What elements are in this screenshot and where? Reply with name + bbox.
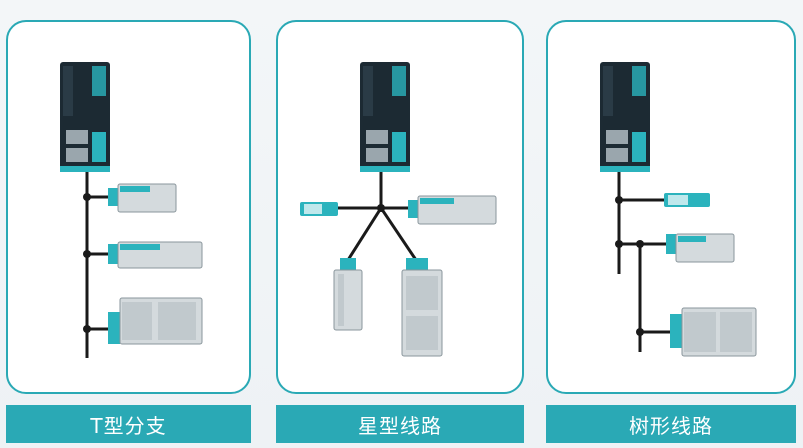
tree-diagram [600,62,757,357]
star-diagram [300,62,497,357]
t-branch-diagram [60,62,203,358]
io-module-icon [666,233,735,263]
io-module-icon [108,241,203,269]
io-module-icon [408,195,497,225]
io-module-icon [108,183,177,213]
terminator-icon [664,193,710,207]
io-module-icon [401,258,443,357]
star-panel [276,20,524,394]
gateway-device-icon [600,62,650,172]
t-branch-panel [6,20,251,394]
io-module-icon [333,258,363,331]
gateway-device-icon [360,62,410,172]
star-label: 星型线路 [276,405,524,443]
terminator-icon [300,202,338,216]
tree-panel [546,20,796,394]
io-module-icon [108,297,203,345]
tree-label: 树形线路 [546,405,796,443]
t-branch-label: T型分支 [6,405,251,443]
gateway-device-icon [60,62,110,172]
io-module-icon [670,307,757,357]
